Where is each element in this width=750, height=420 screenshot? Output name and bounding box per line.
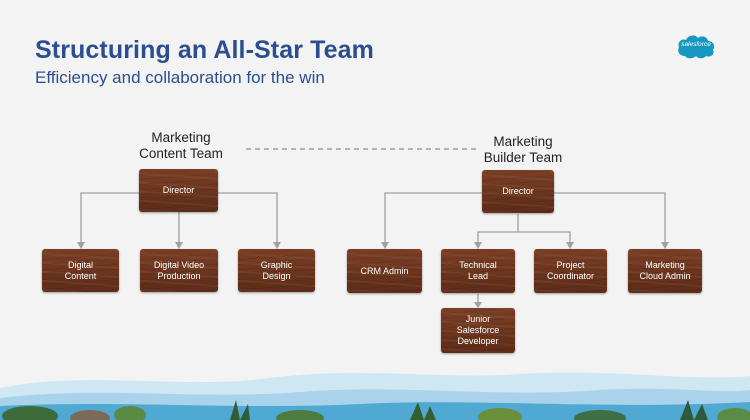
digital-video-production-box: Digital Video Production	[140, 249, 218, 292]
builder-team-arrowheads	[381, 242, 669, 308]
junior-salesforce-developer-box: Junior Salesforce Developer	[441, 308, 515, 353]
content-team-label: Marketing Content Team	[139, 130, 223, 161]
content-team-arrowheads	[77, 242, 281, 249]
technical-lead-box: Technical Lead	[441, 249, 515, 293]
marketing-cloud-admin-box: Marketing Cloud Admin	[628, 249, 702, 293]
slide-subtitle: Efficiency and collaboration for the win	[35, 68, 325, 87]
digital-content-box: Digital Content	[42, 249, 119, 292]
logo-wordmark: salesforce	[681, 41, 711, 48]
content-director-box: Director	[139, 169, 218, 212]
crm-admin-box: CRM Admin	[347, 249, 422, 293]
builder-team-connectors	[384, 192, 666, 303]
landscape-footer-illustration	[0, 372, 750, 420]
org-chart-connectors	[77, 148, 669, 308]
slide-title: Structuring an All-Star Team	[35, 36, 374, 64]
graphic-design-box: Graphic Design	[238, 249, 315, 292]
project-coordinator-box: Project Coordinator	[534, 249, 607, 293]
builder-team-label: Marketing Builder Team	[483, 134, 563, 165]
builder-director-box: Director	[482, 170, 554, 213]
salesforce-logo	[678, 35, 715, 59]
